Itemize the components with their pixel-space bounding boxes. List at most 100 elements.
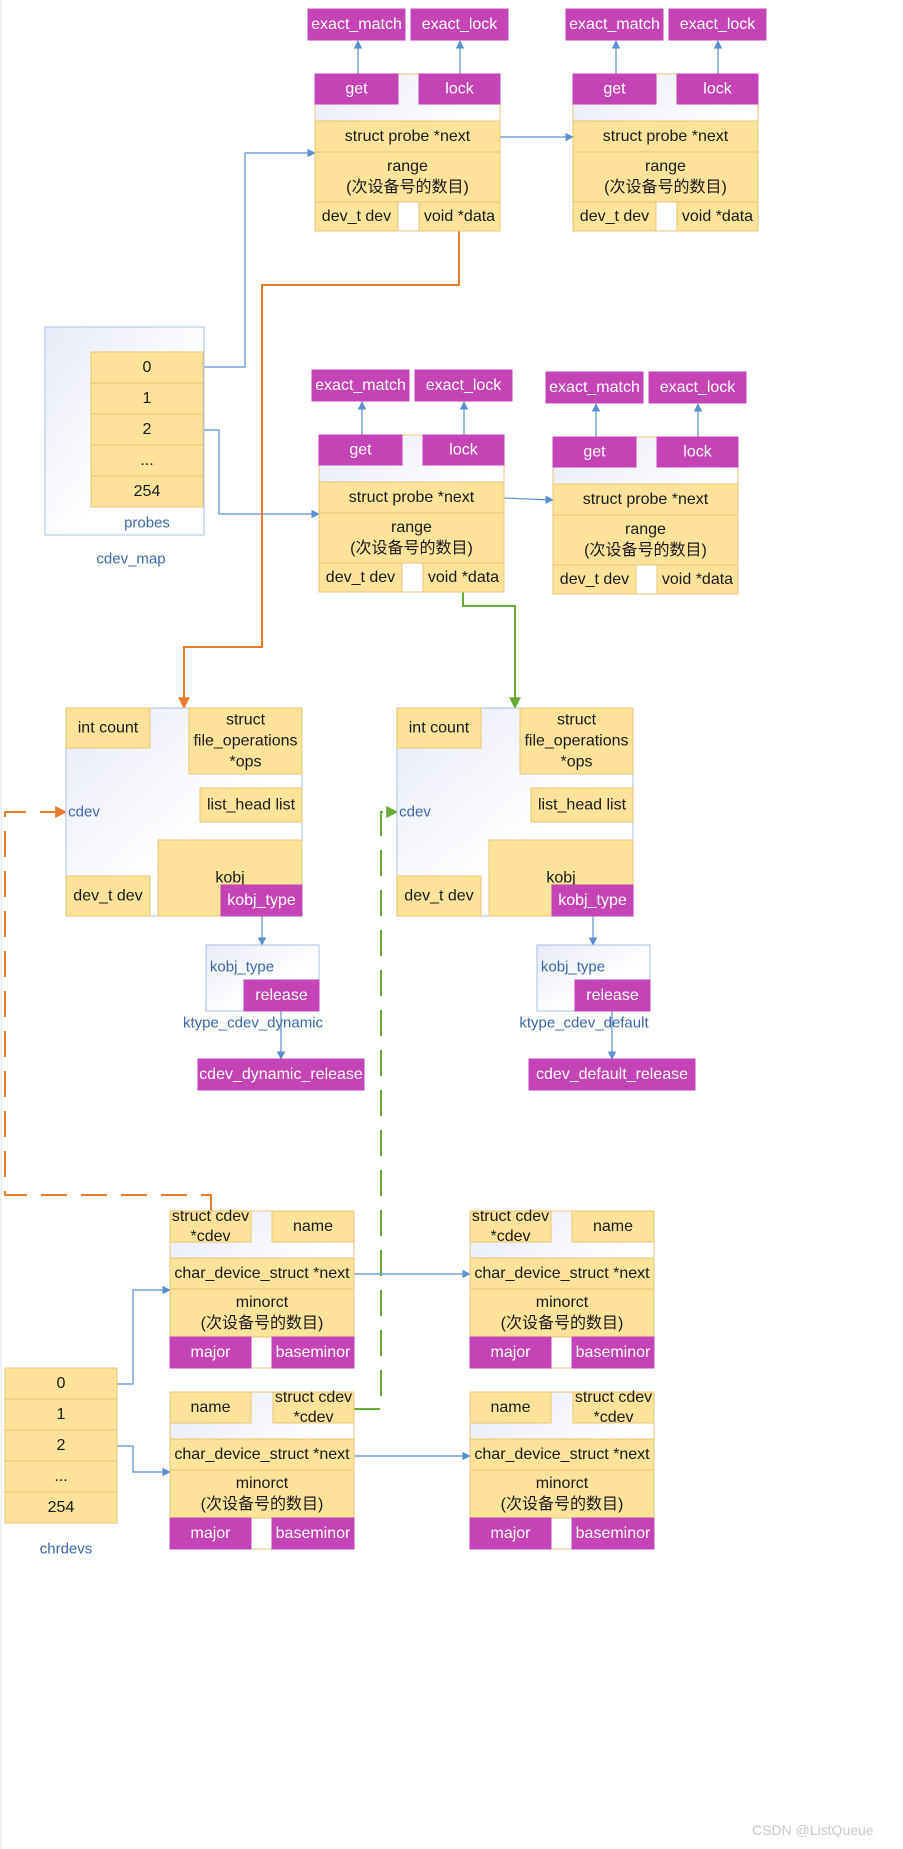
chardev-2-baseminor: baseminor: [571, 1336, 655, 1369]
chardev-2-cdev-text-1: struct cdev: [472, 1208, 549, 1225]
chrdevs-name: chrdevs: [40, 1541, 93, 1558]
chardev-2-minorct: minorct (次设备号的数目): [469, 1288, 655, 1338]
probe-2-data: void *data: [676, 201, 759, 232]
probe-4-get-text: get: [583, 444, 606, 461]
chardev-1-minorct-text-2: (次设备号的数目): [201, 1314, 324, 1332]
chardev-3-minorct-text-2: (次设备号的数目): [201, 1495, 324, 1513]
chardev-3-major: major: [169, 1517, 252, 1550]
cdev-left-dev-text: dev_t dev: [73, 888, 142, 905]
chardev-2-name: name: [571, 1210, 655, 1243]
chardev-2-major: major: [469, 1336, 552, 1369]
probe-1-range: range(次设备号的数目): [314, 151, 501, 203]
probe-3-exact-lock-text: exact_lock: [426, 377, 503, 394]
chardev-3-minorct-text-1: minorct: [236, 1475, 289, 1492]
cdev-map-slot-3-text: ...: [140, 452, 153, 469]
probe-1-exact-lock-text: exact_lock: [422, 16, 499, 33]
cdev-left-count: int count: [65, 707, 151, 749]
probe-2-next: struct probe *next: [572, 120, 759, 153]
probe-3-exact-match: exact_match: [311, 369, 410, 402]
probe-3-exact-lock: exact_lock: [414, 369, 513, 402]
cdev-map-slot-4: 254: [90, 475, 204, 508]
chardev-3-next: char_device_struct *next: [169, 1438, 355, 1471]
cdev-right-ops-text-3: *ops: [560, 754, 592, 771]
probe-3-range-text-1: range: [391, 519, 432, 536]
probe-3-get: get: [318, 434, 403, 466]
probe-2-exact-match-text: exact_match: [569, 16, 660, 33]
probe-4-range-text-2: (次设备号的数目): [584, 541, 707, 559]
chardev-2-minorct-text-2: (次设备号的数目): [501, 1314, 624, 1332]
probe-2-range-text-2: (次设备号的数目): [604, 178, 727, 196]
probe1-data-to-cdev: [178, 231, 460, 710]
probe-2-data-text: void *data: [682, 208, 753, 225]
probe-2-exact-match: exact_match: [565, 8, 664, 41]
cdev-left-dev: dev_t dev: [65, 875, 151, 917]
ktype-dynamic-name: ktype_cdev_dynamic: [183, 1015, 324, 1032]
probe-1-range-text-1: range: [387, 158, 428, 175]
chardev-4-minorct-text-1: minorct: [536, 1475, 589, 1492]
cdev-map-slot-0-text: 0: [143, 359, 152, 376]
probe-2-dev: dev_t dev: [572, 201, 657, 232]
chardev3-cdev-to-cdev: [354, 806, 399, 1410]
probe-2-dev-text: dev_t dev: [580, 208, 649, 225]
ktype-default-header: kobj_type: [541, 959, 605, 976]
cdev-map-name: cdev_map: [96, 551, 165, 568]
chardev-4-cdev: struct cdev*cdev: [572, 1389, 655, 1426]
cdev-left-ops-text-3: *ops: [229, 754, 261, 771]
chardev-1-baseminor: baseminor: [271, 1336, 355, 1369]
probe-3-dev-text: dev_t dev: [326, 569, 395, 586]
chardev-2-major-text: major: [490, 1344, 531, 1361]
ktype-default-name: ktype_cdev_default: [519, 1015, 649, 1032]
chardev-4-name: name: [469, 1391, 552, 1424]
chardev-1-major-text: major: [190, 1344, 231, 1361]
cdev-left-ops-text-1: struct: [226, 712, 266, 729]
cdev-right-kobj-type: kobj_type: [551, 884, 634, 917]
cdev-left-kobj-text: kobj: [215, 870, 244, 887]
cdev-right-dev: dev_t dev: [396, 875, 482, 917]
cdev-default-release: cdev_default_release: [528, 1058, 696, 1091]
probe-2-lock-text: lock: [703, 81, 732, 98]
chardev-4-minorct-text-2: (次设备号的数目): [501, 1495, 624, 1513]
probe-2-get-text: get: [603, 81, 626, 98]
ktype-default-release-text: release: [586, 987, 639, 1004]
chardev-4-baseminor-text: baseminor: [576, 1525, 651, 1542]
chardev-2-cdev: struct cdev*cdev: [469, 1208, 552, 1245]
probe-3-next-text: struct probe *next: [349, 489, 475, 506]
chardev-1-next-text: char_device_struct *next: [174, 1265, 350, 1282]
probe-1-dev-text: dev_t dev: [322, 208, 391, 225]
probe-2-lock: lock: [676, 73, 759, 105]
probe-1-next: struct probe *next: [314, 120, 501, 153]
cdev-left-kobj-type-text: kobj_type: [227, 892, 296, 909]
probe-4-lock-text: lock: [683, 444, 712, 461]
ktype-dynamic-release: release: [243, 979, 320, 1012]
cdev-map-probes-label: probes: [124, 515, 170, 532]
chardev-3-name: name: [169, 1391, 252, 1424]
probe-4-get: get: [552, 436, 637, 468]
chardev-3-baseminor-text: baseminor: [276, 1525, 351, 1542]
chardev-1-name-text: name: [293, 1218, 333, 1235]
cdev-left-ops-text-2: file_operations: [193, 733, 297, 750]
cdev-right-label: cdev: [399, 804, 431, 821]
chardev-1-minorct-text-1: minorct: [236, 1294, 289, 1311]
cdev-right-list-text: list_head list: [538, 797, 627, 814]
chardev-3-baseminor: baseminor: [271, 1517, 355, 1550]
cdev-right-kobj-type-text: kobj_type: [558, 892, 627, 909]
chardev-2-minorct-text-1: minorct: [536, 1294, 589, 1311]
probe-1-get-text: get: [345, 81, 368, 98]
probe-1-lock-text: lock: [445, 81, 474, 98]
probe-2-exact-lock: exact_lock: [668, 8, 767, 41]
chrdevs-slot-4-text: 254: [48, 1499, 75, 1516]
probe-4-next: struct probe *next: [552, 483, 739, 516]
probe-4-exact-match-text: exact_match: [549, 379, 640, 396]
cdev-map-slot-1-text: 1: [143, 390, 152, 407]
chrdevs-slot-2: 2: [4, 1429, 118, 1462]
cdev-map-slot-4-text: 254: [134, 483, 161, 500]
probe-3-dev: dev_t dev: [318, 562, 403, 593]
probe-1-dev: dev_t dev: [314, 201, 399, 232]
chardev-3-name-text: name: [190, 1399, 230, 1416]
probe-4-lock: lock: [656, 436, 739, 468]
chardev-4-cdev-text-2: *cdev: [593, 1409, 633, 1426]
chardev-2-next-text: char_device_struct *next: [474, 1265, 650, 1282]
